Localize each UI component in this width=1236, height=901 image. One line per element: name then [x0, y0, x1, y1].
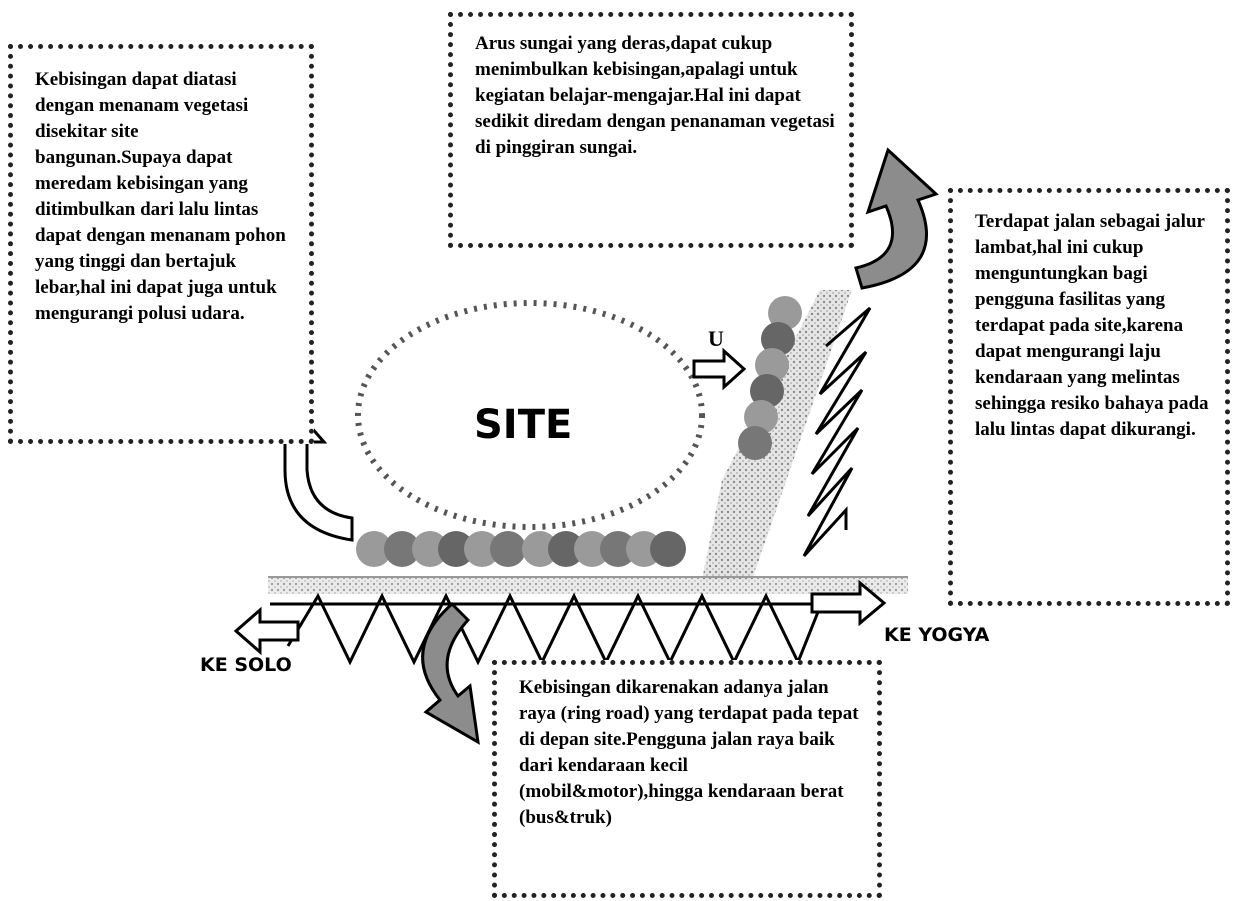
north-label: U [708, 326, 724, 351]
traffic-noise-zigzag [286, 592, 820, 666]
arrow-to-solo [233, 606, 300, 656]
to-solo-label: KE SOLO [200, 654, 292, 676]
tree-row-horizontal [356, 531, 686, 567]
side-noise-zigzag [802, 306, 872, 558]
note-slow-lane: Terdapat jalan sebagai jalur lambat,hal … [948, 188, 1230, 606]
site-label: SITE [474, 402, 573, 448]
note-ring-road: Kebisingan dikarenakan adanya jalan raya… [492, 660, 882, 898]
note-vegetation: Kebisingan dapat diatasi dengan menanam … [8, 44, 314, 444]
site-boundary [355, 300, 705, 530]
arrow-to-river-note [854, 147, 939, 290]
side-road [702, 290, 852, 580]
to-yogya-label: KE YOGYA [884, 624, 990, 646]
main-road [268, 576, 908, 594]
arrow-to-yogya [810, 579, 887, 627]
tree-row-diagonal [738, 296, 802, 460]
note-river: Arus sungai yang deras,dapat cukup menim… [448, 12, 854, 248]
north-arrow [692, 347, 747, 391]
arrow-to-ring-road-note [421, 601, 480, 745]
